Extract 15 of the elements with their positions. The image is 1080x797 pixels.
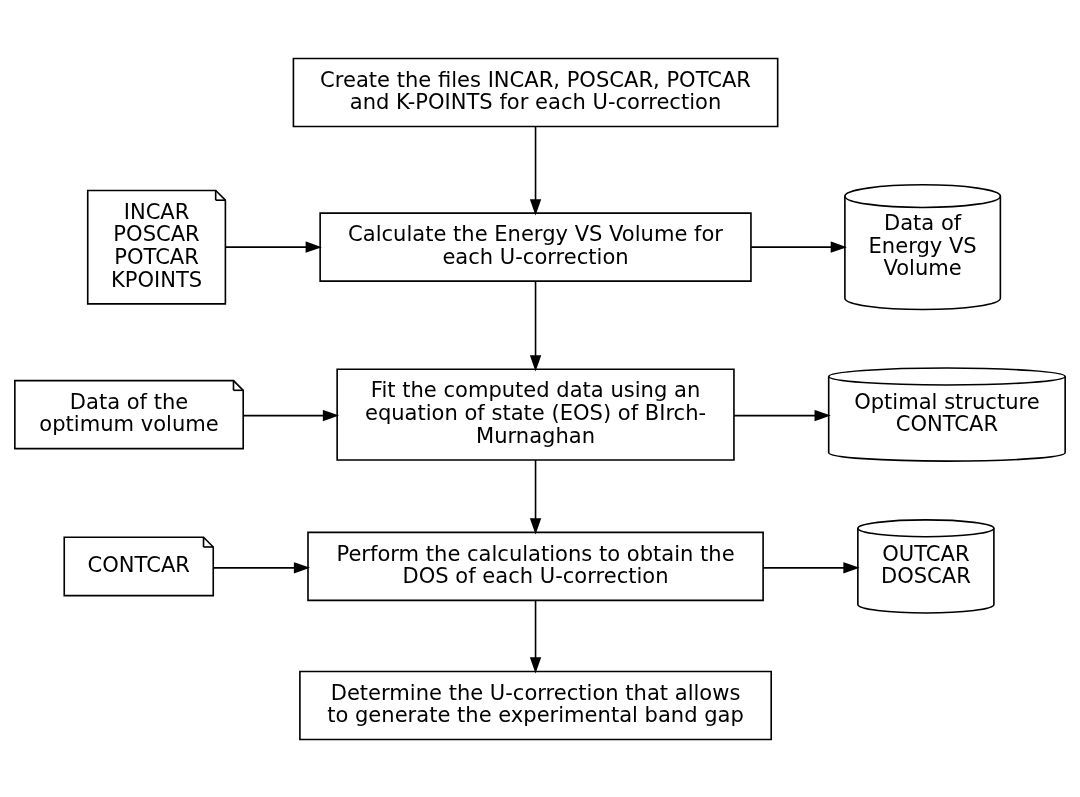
node-box: Fit the computed data using an equation of state (EOS) of BIrch-Murnaghan	[336, 367, 735, 461]
node-box: Determine the U-correction that allows to generate the experimental band gap	[299, 670, 772, 740]
node-box: Perform the calculations to obtain the DOS of each U-correction	[307, 531, 764, 601]
arrow	[733, 409, 831, 421]
arrow	[762, 561, 860, 574]
node-box: Create the files INCAR, POSCAR, POTCAR and K-POINTS for each U-correction	[292, 57, 779, 127]
arrow	[529, 280, 542, 372]
arrow	[750, 241, 847, 253]
arrow	[212, 561, 311, 574]
arrow	[529, 599, 542, 673]
arrow	[242, 409, 340, 421]
arrow	[529, 125, 542, 215]
arrow	[529, 458, 542, 534]
arrow	[224, 241, 322, 253]
node-box: Calculate the Energy VS Volume for each U-correction	[319, 211, 752, 282]
